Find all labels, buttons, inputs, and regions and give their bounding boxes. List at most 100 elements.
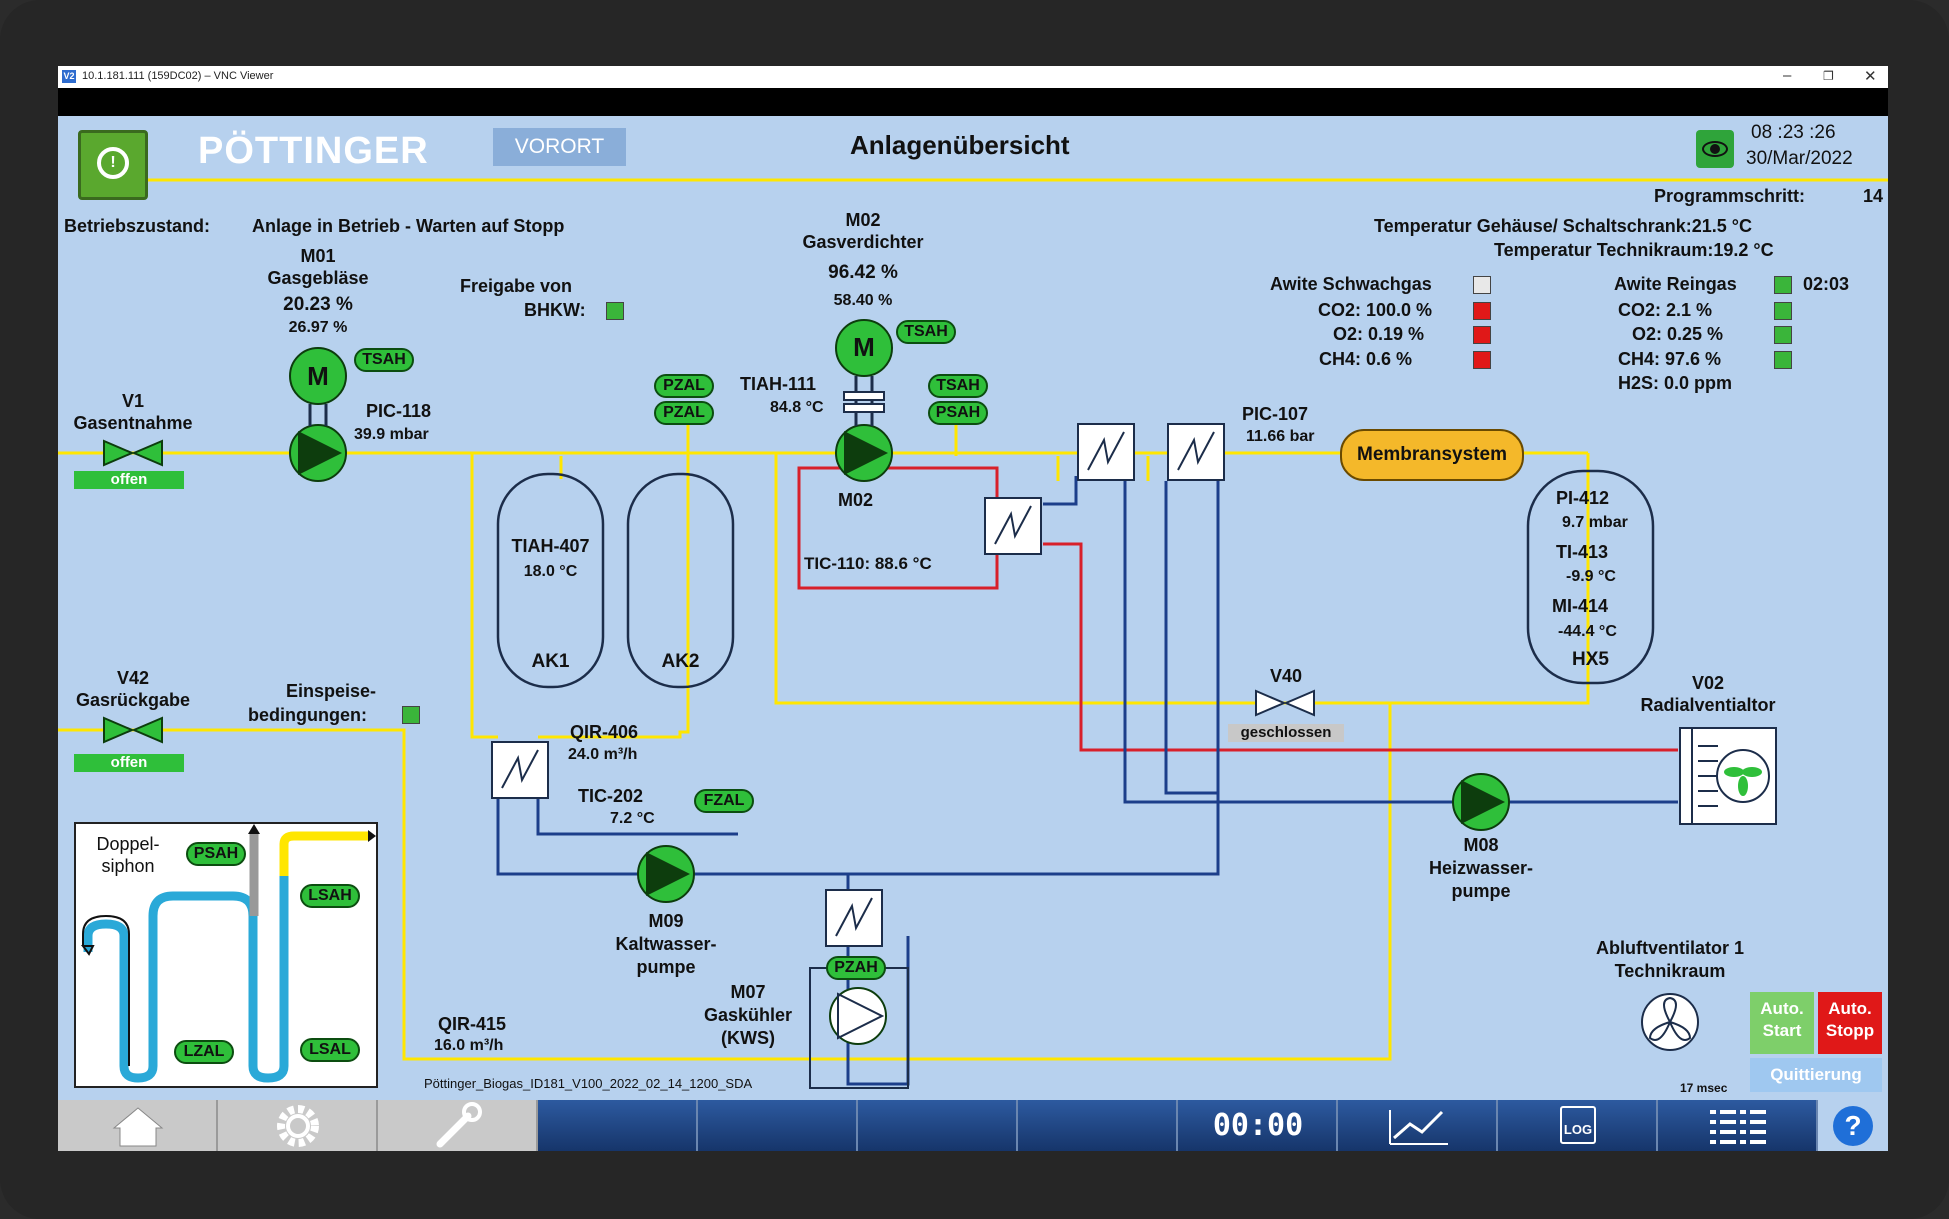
window-title: 10.1.181.111 (159DC02) – VNC Viewer [82,70,274,82]
v02-name: Radialventialtor [1640,695,1776,715]
m02-speed: 96.42 % [828,262,898,283]
m01-motor[interactable]: M [307,361,329,391]
hx5-name: HX5 [1572,649,1609,670]
hmi-screen: ! PÖTTINGER VORORT Anlagenübersicht 08 :… [58,116,1888,1151]
eye-icon[interactable] [1696,130,1734,168]
m02-id: M02 [845,210,881,230]
clock-time: 08 :23 :26 [1751,122,1836,143]
trend-chart-icon [1389,1110,1448,1145]
m07-id: M07 [730,982,766,1002]
nav-log-button[interactable]: LOG [1498,1100,1658,1151]
m02-tsah-tag: TSAH [896,320,956,344]
awite-weak-o2: O2: 0.19 % [1333,324,1425,344]
brand-logo: PÖTTINGER [198,130,429,172]
wrench-icon [436,1102,482,1148]
qir406-value: 24.0 m³/h [568,746,638,763]
alarm-button[interactable]: ! [78,130,148,200]
bhkw-label-2: BHKW: [524,300,586,320]
awite-pure-co2: CO2: 2.1 % [1618,300,1713,320]
v40-id: V40 [1269,666,1303,686]
close-button[interactable]: ✕ [1864,68,1877,85]
fzal-tag: FZAL [694,789,754,813]
v42-state[interactable]: offen [74,754,184,772]
vnc-icon: V2 [62,70,76,83]
home-icon [112,1107,164,1147]
m01-load: 26.97 % [288,319,348,336]
m01-name: Gasgebläse [267,268,369,288]
m02-motor[interactable]: M [853,332,875,362]
m01-tsah-tag: TSAH [354,348,414,372]
qir415-value: 16.0 m³/h [434,1037,504,1054]
pic107-value: 11.66 bar [1246,428,1315,445]
awite-pure-status [1774,276,1792,294]
hx5-mi-id: MI-414 [1552,596,1609,616]
siphon-lsah-tag: LSAH [300,884,360,908]
awite-weak-title: Awite Schwachgas [1270,274,1432,294]
viewer-band [58,88,1888,116]
minimize-button[interactable]: – [1783,67,1792,84]
membrane-system[interactable]: Membransystem [1340,429,1524,481]
pic118-value: 39.9 mbar [354,426,429,443]
pzal-tag-a: PZAL [654,374,714,398]
m02-tsah-tag-2: TSAH [928,374,988,398]
siphon-title-2: siphon [101,856,155,876]
v1-state[interactable]: offen [74,471,184,489]
m02-label: M02 [838,490,874,510]
v42-id: V42 [116,668,150,688]
nav-home-button[interactable] [58,1100,218,1151]
hot-water-lines [797,466,1678,752]
nav-timer-button[interactable]: 00:00 [1178,1100,1338,1151]
nav-blank-4[interactable] [1018,1100,1178,1151]
v42-name: Gasrückgabe [75,690,191,710]
mode-button[interactable]: VORORT [493,128,626,166]
auto-start-button[interactable]: Auto. Start [1750,992,1814,1054]
awite-weak-o2-alarm [1473,326,1491,344]
nav-blank-2[interactable] [698,1100,858,1151]
nav-blank-1[interactable] [538,1100,698,1151]
m09-name-2: pumpe [636,957,696,977]
ak1-sensor-id: TIAH-407 [511,536,590,556]
v40-state[interactable]: geschlossen [1228,724,1344,742]
m08-name-2: pumpe [1451,881,1511,901]
bhkw-status [606,302,624,320]
m09-name-1: Kaltwasser- [615,934,717,954]
m02-name: Gasverdichter [802,232,924,252]
v02-id: V02 [1691,673,1725,693]
siphon-lsal-tag: LSAL [300,1038,360,1062]
help-icon: ? [1833,1106,1873,1146]
siphon-title-1: Doppel- [96,834,160,854]
auto-stop-button[interactable]: Auto. Stopp [1818,992,1882,1054]
m02-load: 58.40 % [833,292,893,309]
tiah111-value: 84.8 °C [770,399,824,416]
restore-button[interactable]: ❐ [1823,69,1834,83]
acknowledge-button[interactable]: Quittierung [1750,1058,1882,1092]
m07-name-1: Gaskühler [703,1005,793,1025]
pic118-id: PIC-118 [366,401,432,421]
temp-housing: Temperatur Gehäuse/ Schaltschrank:21.5 °… [1374,216,1753,236]
gear-icon [277,1105,319,1147]
m02-psah-tag: PSAH [928,401,988,425]
tic202-id: TIC-202 [578,786,644,806]
awite-weak-status [1473,276,1491,294]
pzal-tag-b: PZAL [654,401,714,425]
nav-list-button[interactable] [1658,1100,1818,1151]
m01-id: M01 [300,246,336,266]
awite-pure-o2: O2: 0.25 % [1632,324,1724,344]
m07-name-2: (KWS) [721,1028,775,1048]
nav-settings-button[interactable] [218,1100,378,1151]
version-string: Pöttinger_Biogas_ID181_V100_2022_02_14_1… [424,1076,753,1091]
help-button[interactable]: ? [1818,1100,1888,1151]
siphon-lzal-tag: LZAL [174,1040,234,1064]
nav-tools-button[interactable] [378,1100,538,1151]
awite-pure-time: 02:03 [1803,274,1850,294]
siphon-psah-tag: PSAH [186,842,246,866]
m01-speed: 20.23 % [283,294,353,315]
awite-weak-co2: CO2: 100.0 % [1318,300,1433,320]
nav-blank-3[interactable] [858,1100,1018,1151]
bhkw-label-1: Freigabe von [460,276,573,296]
process-diagram [58,178,1888,1089]
awite-pure-ch4-ok [1774,351,1792,369]
ak1-sensor-value: 18.0 °C [523,563,578,580]
nav-trend-button[interactable] [1338,1100,1498,1151]
awite-weak-ch4: CH4: 0.6 % [1319,349,1413,369]
